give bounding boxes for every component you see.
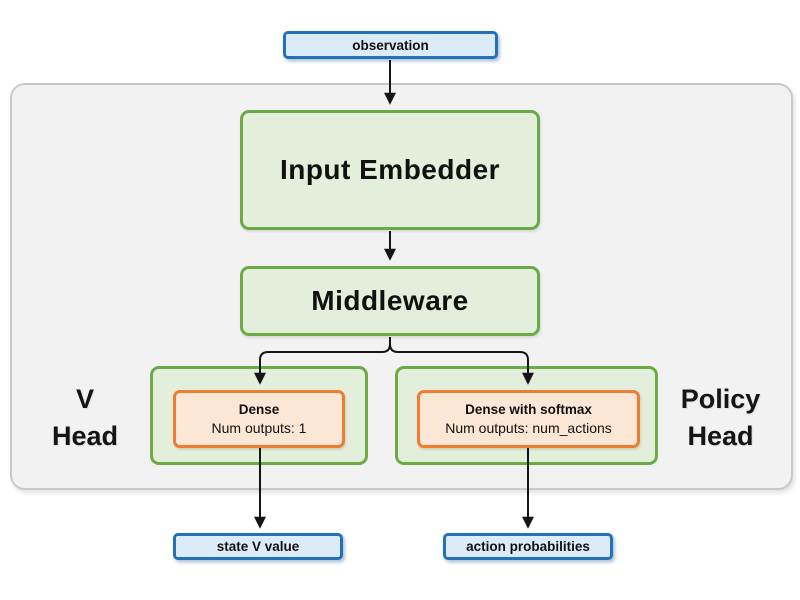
v-head-label-line2: Head (51, 421, 119, 451)
policy-head-label: Policy Head (648, 381, 793, 455)
observation-label: observation (352, 37, 429, 53)
middleware-node: Middleware (240, 266, 540, 336)
observation-node: observation (283, 31, 498, 59)
state-v-value-label: state V value (216, 539, 300, 554)
middleware-label: Middleware (311, 285, 469, 316)
v-head-label: V Head (25, 381, 145, 455)
v-dense-title: Dense (238, 402, 280, 417)
v-head-label-line1: V (75, 384, 94, 414)
policy-head-label-line1: Policy (680, 384, 761, 414)
action-probabilities-node: action probabilities (443, 533, 613, 560)
v-dense-outputs: Num outputs: 1 (211, 420, 307, 436)
policy-head-dense-node: Dense with softmax Num outputs: num_acti… (417, 390, 640, 448)
policy-dense-title: Dense with softmax (465, 402, 592, 417)
action-probabilities-label: action probabilities (466, 539, 590, 554)
v-head-dense-node: Dense Num outputs: 1 (173, 390, 345, 448)
policy-dense-outputs: Num outputs: num_actions (445, 420, 612, 436)
state-v-value-node: state V value (173, 533, 343, 560)
input-embedder-label: Input Embedder (279, 154, 501, 185)
policy-head-label-line2: Head (687, 421, 754, 451)
input-embedder-node: Input Embedder (240, 110, 540, 230)
